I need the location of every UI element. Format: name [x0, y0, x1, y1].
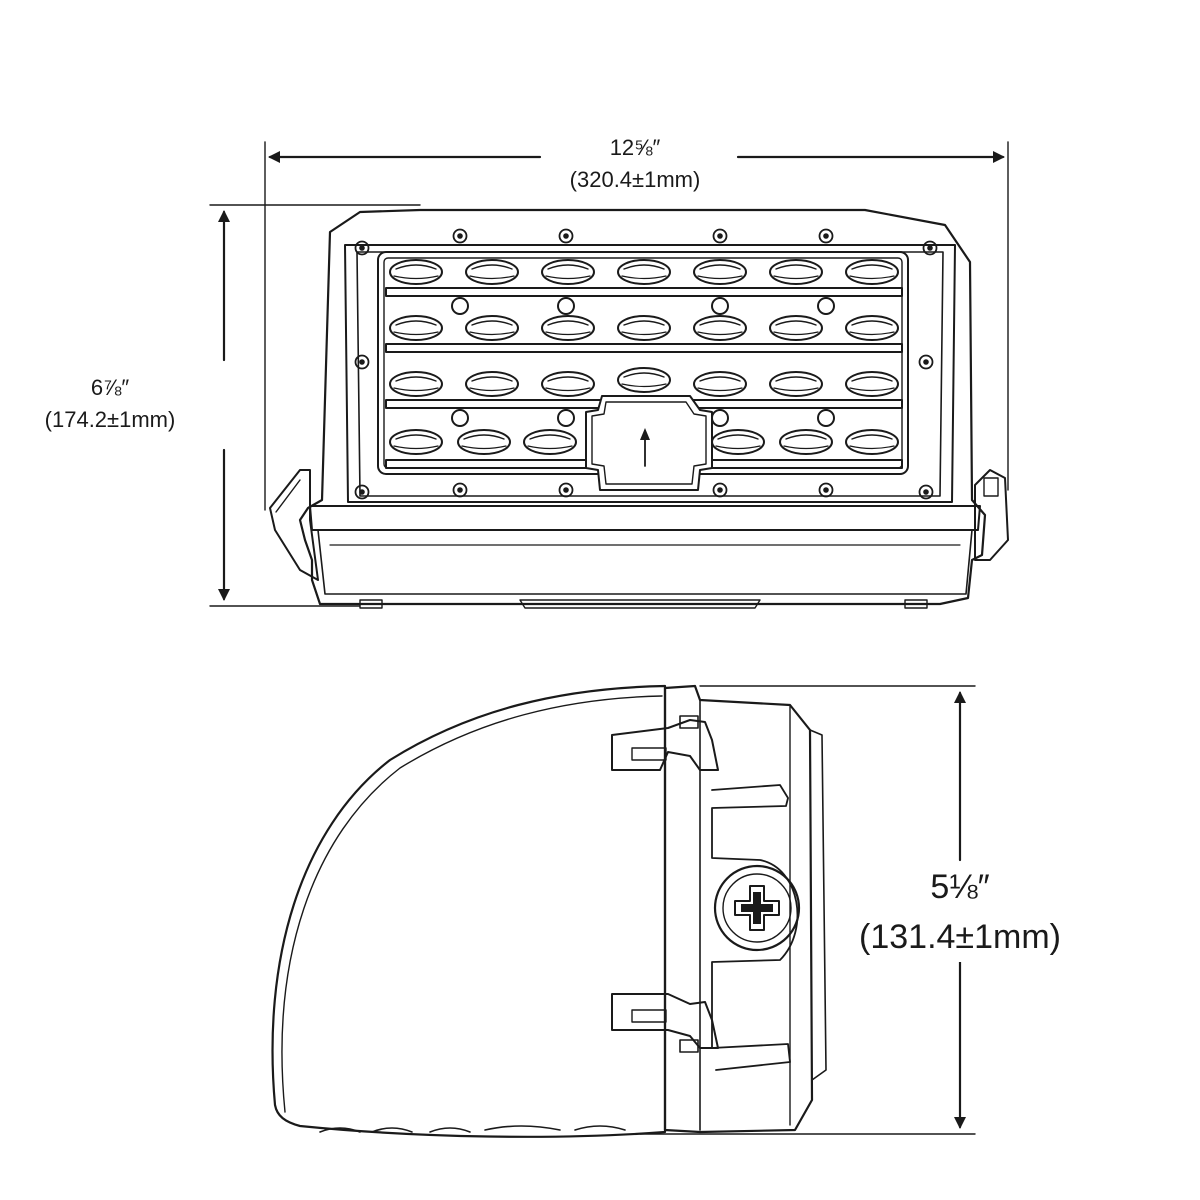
shell-outline: [271, 684, 667, 1138]
depth-fraction: 5⅛″: [830, 862, 1090, 912]
sensor-cover: [585, 395, 713, 491]
height-dimension-label: 6⅞″ (174.2±1mm): [10, 372, 210, 436]
width-metric: (320.4±1mm): [569, 167, 701, 192]
height-fraction: 6⅞″: [10, 372, 210, 404]
depth-dimension-label: 5⅛″ (131.4±1mm): [830, 862, 1090, 962]
side-view: [271, 684, 976, 1138]
phillips-screw-icon: [713, 864, 801, 952]
width-dimension-label: 12⅝″ (320.4±1mm): [470, 132, 800, 196]
arrow-up-icon: [640, 428, 650, 467]
width-dimension-line: [264, 141, 1009, 511]
depth-dimension-line: [639, 685, 976, 1135]
housing-outline: [298, 208, 987, 606]
front-view: [209, 141, 1009, 609]
height-dimension-line: [209, 204, 421, 607]
height-metric: (174.2±1mm): [10, 404, 210, 436]
depth-metric: (131.4±1mm): [830, 912, 1090, 962]
width-fraction: 12⅝″: [609, 135, 661, 160]
